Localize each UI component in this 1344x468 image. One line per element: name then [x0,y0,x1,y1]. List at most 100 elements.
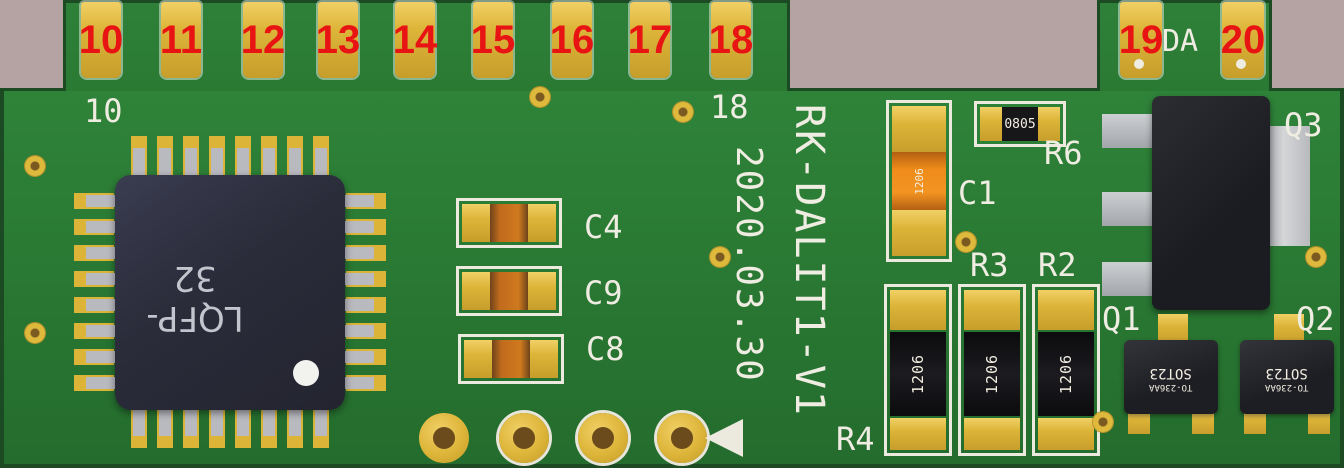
pad [462,272,490,310]
drill-hole-20 [1236,59,1246,69]
pad [1128,410,1150,434]
capacitor-c4 [456,198,562,248]
edge-finger-12: 12 [240,2,286,78]
pad [892,210,946,256]
resistor-bank-1: 1206 [884,284,952,456]
pin-number-16: 16 [549,18,595,62]
resistor-bank-3: 1206 [1032,284,1100,456]
pad [890,290,946,330]
q3-heatsink-tab [1266,126,1310,246]
via [956,232,976,252]
mount-hole [499,413,549,463]
edge-finger-17: 17 [627,2,673,78]
via [1093,412,1113,432]
refdes-q1: Q1 [1102,300,1141,338]
silk-arrow-icon [705,419,743,457]
qfp-leads-bottom [133,406,331,436]
pin-number-11: 11 [159,18,203,62]
q2-marking: TO-236AA SOT23 [1265,363,1309,392]
pad [890,418,946,450]
resistor-r6: 0805 [974,101,1066,147]
c1-marking: 1206 [912,167,926,195]
edge-finger-13: 13 [315,2,361,78]
pad [528,272,556,310]
silk-board-date: 2020.03.30 [728,146,769,383]
pin-number-10: 10 [78,18,124,62]
edge-finger-14: 14 [392,2,438,78]
pad [892,106,946,152]
mount-hole [657,413,707,463]
pin-number-20: 20 [1220,18,1266,62]
transistor-q3 [1152,96,1270,310]
pad [1244,410,1266,434]
pad [528,204,556,242]
pin-number-19: 19 [1118,18,1164,62]
mcu-package-label: LQFP-32 [146,258,244,338]
pad [1158,314,1188,344]
q2-marking-line1: SOT23 [1265,364,1309,381]
resistor-marking: 1206 [1057,353,1075,395]
refdes-c4: C4 [584,208,623,246]
pad [1038,107,1060,141]
mount-hole [419,413,469,463]
q1-marking-line2: TO-236AA [1149,381,1193,392]
pin-number-15: 15 [470,18,516,62]
refdes-r4: R4 [836,420,875,458]
silk-board-name: RK-DALIT1-V1 [786,104,832,417]
refdes-q3: Q3 [1284,106,1323,144]
refdes-q2: Q2 [1296,300,1335,338]
q3-lead [1102,262,1154,296]
edge-finger-16: 16 [549,2,595,78]
via [25,156,45,176]
pin1-dot-marker [293,360,319,386]
drill-hole-19 [1134,59,1144,69]
capacitor-body: 1206 [892,152,946,210]
edge-finger-11: 11 [159,2,203,78]
refdes-c9: C9 [584,274,623,312]
q1-marking-line1: SOT23 [1149,364,1193,381]
resistor-bank-2: 1206 [958,284,1026,456]
resistor-body: 0805 [1002,107,1038,141]
transistor-q2: TO-236AA SOT23 [1240,340,1334,414]
pad [980,107,1002,141]
pin-number-17: 17 [627,18,673,62]
silk-da-label: DA [1162,24,1199,59]
resistor-body: 1206 [890,332,946,416]
silk-pin10-marker: 10 [84,92,123,130]
pin-number-14: 14 [392,18,438,62]
edge-finger-18: 18 [708,2,754,78]
pad [1038,418,1094,450]
edge-finger-20: 20 [1220,2,1266,78]
via [673,102,693,122]
refdes-c1: C1 [958,174,997,212]
pad [1308,410,1330,434]
resistor-body: 1206 [1038,332,1094,416]
q3-lead [1102,114,1154,148]
r6-marking: 0805 [1004,116,1036,132]
refdes-r6: R6 [1044,134,1083,172]
pad [464,340,492,378]
pad [530,340,558,378]
qfp-leads-top [133,148,331,178]
pin-number-18: 18 [708,18,754,62]
capacitor-c8 [458,334,564,384]
edge-finger-10: 10 [78,2,124,78]
q3-lead [1102,192,1154,226]
qfp-leads-left [86,195,116,393]
transistor-q1: TO-236AA SOT23 [1124,340,1218,414]
capacitor-c9 [456,266,562,316]
resistor-marking: 1206 [909,353,927,395]
capacitor-body [490,204,528,242]
pad [1192,410,1214,434]
silk-pin18-marker: 18 [710,88,749,126]
mount-hole [578,413,628,463]
q2-marking-line2: TO-236AA [1265,381,1309,392]
via [25,323,45,343]
capacitor-c1: 1206 [886,100,952,262]
via [530,87,550,107]
pin-number-12: 12 [240,18,286,62]
pin-number-13: 13 [315,18,361,62]
resistor-body: 1206 [964,332,1020,416]
capacitor-body [492,340,530,378]
